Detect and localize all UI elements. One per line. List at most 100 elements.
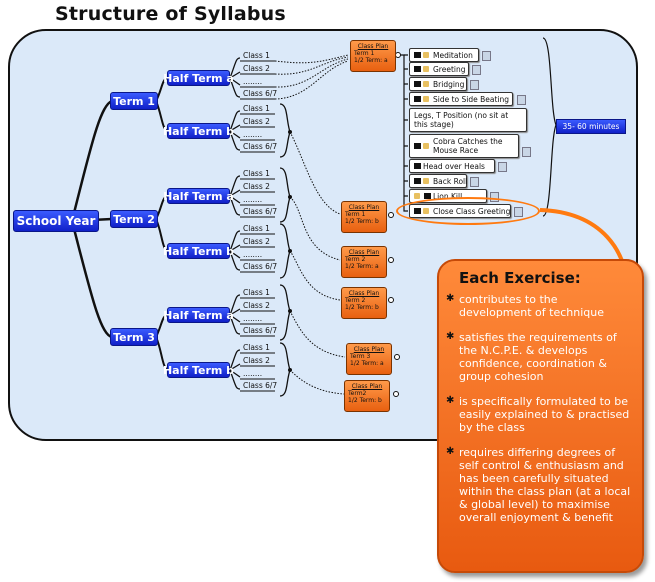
callout-text: satisfies the requirements of the N.C.P.… bbox=[459, 331, 617, 383]
pages-icon bbox=[423, 96, 429, 102]
class-label: ........ bbox=[243, 130, 263, 139]
class-plan-title: Class Plan bbox=[348, 249, 380, 256]
class-label: Class 1 bbox=[243, 104, 270, 113]
class-plan-box[interactable]: Class Plan Term 2 1/2 Term: b bbox=[341, 287, 387, 319]
exercise-item[interactable]: Back Roll bbox=[409, 174, 467, 188]
class-plan-box[interactable]: Class Plan Term 3 1/2 Term: a bbox=[346, 343, 392, 375]
class-label: ........ bbox=[243, 195, 263, 204]
class-plan-half: 1/2 Term: b bbox=[345, 304, 379, 311]
callout-heading: Each Exercise: bbox=[459, 269, 581, 287]
class-label: Class 6/7 bbox=[243, 207, 278, 216]
callout-list: ✱ contributes to the development of techn… bbox=[446, 293, 632, 524]
class-plan-box[interactable]: Class Plan Term2 1/2 Term: b bbox=[344, 380, 390, 412]
class-label: ........ bbox=[243, 77, 263, 86]
note-icon[interactable] bbox=[498, 162, 507, 172]
class-label: Class 2 bbox=[243, 64, 270, 73]
note-icon[interactable] bbox=[522, 147, 531, 157]
class-label: Class 2 bbox=[243, 301, 270, 310]
pages-icon bbox=[423, 52, 429, 58]
pages-icon bbox=[423, 66, 429, 72]
term-node[interactable]: Term 1 bbox=[110, 92, 158, 110]
pages-icon bbox=[423, 143, 429, 149]
pages-icon bbox=[414, 193, 420, 199]
exercise-callout: Each Exercise: ✱ contributes to the devel… bbox=[437, 259, 644, 573]
bullet-icon: ✱ bbox=[446, 446, 455, 457]
flag-icon bbox=[414, 163, 421, 169]
class-plan-half: 1/2 Term: a bbox=[354, 57, 388, 64]
exercise-item[interactable]: Head over Heals bbox=[409, 159, 495, 173]
exercise-label: Meditation bbox=[433, 50, 473, 60]
note-icon[interactable] bbox=[470, 177, 479, 187]
note-icon[interactable] bbox=[470, 80, 479, 90]
root-node[interactable]: School Year bbox=[13, 210, 99, 232]
half-term-node[interactable]: Half Term b bbox=[162, 243, 235, 259]
callout-item: ✱satisfies the requirements of the N.C.P… bbox=[446, 331, 632, 383]
class-label: Class 2 bbox=[243, 356, 270, 365]
note-icon[interactable] bbox=[517, 95, 526, 105]
callout-text: requires differing degrees of self contr… bbox=[459, 446, 631, 524]
class-plan-box[interactable]: Class Plan Term 1 1/2 Term: b bbox=[341, 201, 387, 233]
class-label: Class 6/7 bbox=[243, 262, 278, 271]
highlight-ring bbox=[396, 197, 540, 225]
class-label: ........ bbox=[243, 369, 263, 378]
flag-icon bbox=[414, 66, 421, 72]
pages-icon bbox=[423, 178, 429, 184]
bullet-icon: ✱ bbox=[446, 293, 455, 304]
callout-text: is specifically formulated to be easily … bbox=[459, 395, 630, 434]
exercise-label: Bridging bbox=[433, 79, 465, 89]
exercise-label: Lion Kill bbox=[433, 191, 463, 201]
class-plan-term: Term 1 bbox=[345, 211, 366, 218]
note-icon[interactable] bbox=[482, 51, 491, 61]
flag-icon bbox=[414, 178, 421, 184]
class-label: ........ bbox=[243, 314, 263, 323]
class-label: Class 1 bbox=[243, 343, 270, 352]
class-label: Class 1 bbox=[243, 169, 270, 178]
flag-icon bbox=[414, 52, 421, 58]
exercise-item[interactable]: Greeting bbox=[409, 62, 469, 76]
class-plan-half: 1/2 Term: a bbox=[350, 360, 384, 367]
class-plan-box[interactable]: Class Plan Term 2 1/2 Term: a bbox=[341, 246, 387, 278]
class-plan-half: 1/2 Term: b bbox=[345, 218, 379, 225]
class-label: Class 1 bbox=[243, 288, 270, 297]
exercise-item[interactable]: Meditation bbox=[409, 48, 479, 62]
class-plan-title: Class Plan bbox=[348, 204, 380, 211]
callout-text: contributes to the development of techni… bbox=[459, 293, 605, 319]
duration-node[interactable]: 35- 60 minutes bbox=[556, 119, 626, 134]
exercise-item[interactable]: Cobra Catches the Mouse Race bbox=[409, 134, 519, 158]
exercise-item[interactable]: Legs, T Position (no sit at this stage) bbox=[409, 108, 527, 132]
class-label: Class 6/7 bbox=[243, 142, 278, 151]
class-plan-term: Term 2 bbox=[345, 297, 366, 304]
class-plan-box[interactable]: Class Plan Term 1 1/2 Term: a bbox=[350, 40, 396, 72]
class-label: Class 6/7 bbox=[243, 326, 278, 335]
note-icon[interactable] bbox=[472, 65, 481, 75]
class-plan-term: Term2 bbox=[348, 390, 367, 397]
class-label: ........ bbox=[243, 250, 263, 259]
exercise-item[interactable]: Bridging bbox=[409, 77, 467, 91]
flag-icon bbox=[414, 81, 421, 87]
exercise-label: Cobra Catches the Mouse Race bbox=[433, 137, 503, 155]
bullet-icon: ✱ bbox=[446, 395, 455, 406]
class-plan-title: Class Plan bbox=[353, 346, 385, 353]
class-label: Class 2 bbox=[243, 182, 270, 191]
flag-icon bbox=[424, 193, 431, 199]
class-plan-term: Term 1 bbox=[354, 50, 375, 57]
half-term-node[interactable]: Half Term b bbox=[162, 123, 235, 139]
class-plan-half: 1/2 Term: b bbox=[348, 397, 382, 404]
class-plan-half: 1/2 Term: a bbox=[345, 263, 379, 270]
class-label: Class 1 bbox=[243, 224, 270, 233]
half-term-node[interactable]: Half Term a bbox=[163, 70, 234, 86]
half-term-node[interactable]: Half Term a bbox=[163, 307, 234, 323]
exercise-label: Greeting bbox=[433, 64, 466, 74]
class-plan-term: Term 2 bbox=[345, 256, 366, 263]
term-node[interactable]: Term 2 bbox=[110, 210, 158, 228]
half-term-node[interactable]: Half Term a bbox=[163, 188, 234, 204]
class-plan-title: Class Plan bbox=[348, 290, 380, 297]
class-label: Class 2 bbox=[243, 117, 270, 126]
class-label: Class 1 bbox=[243, 51, 270, 60]
term-node[interactable]: Term 3 bbox=[110, 328, 158, 346]
exercise-item[interactable]: Side to Side Beating bbox=[409, 92, 513, 106]
half-term-node[interactable]: Half Term b bbox=[162, 362, 235, 378]
class-label: Class 2 bbox=[243, 237, 270, 246]
callout-item: ✱ is specifically formulated to be easily… bbox=[446, 395, 632, 434]
class-plan-title: Class Plan bbox=[357, 43, 389, 50]
